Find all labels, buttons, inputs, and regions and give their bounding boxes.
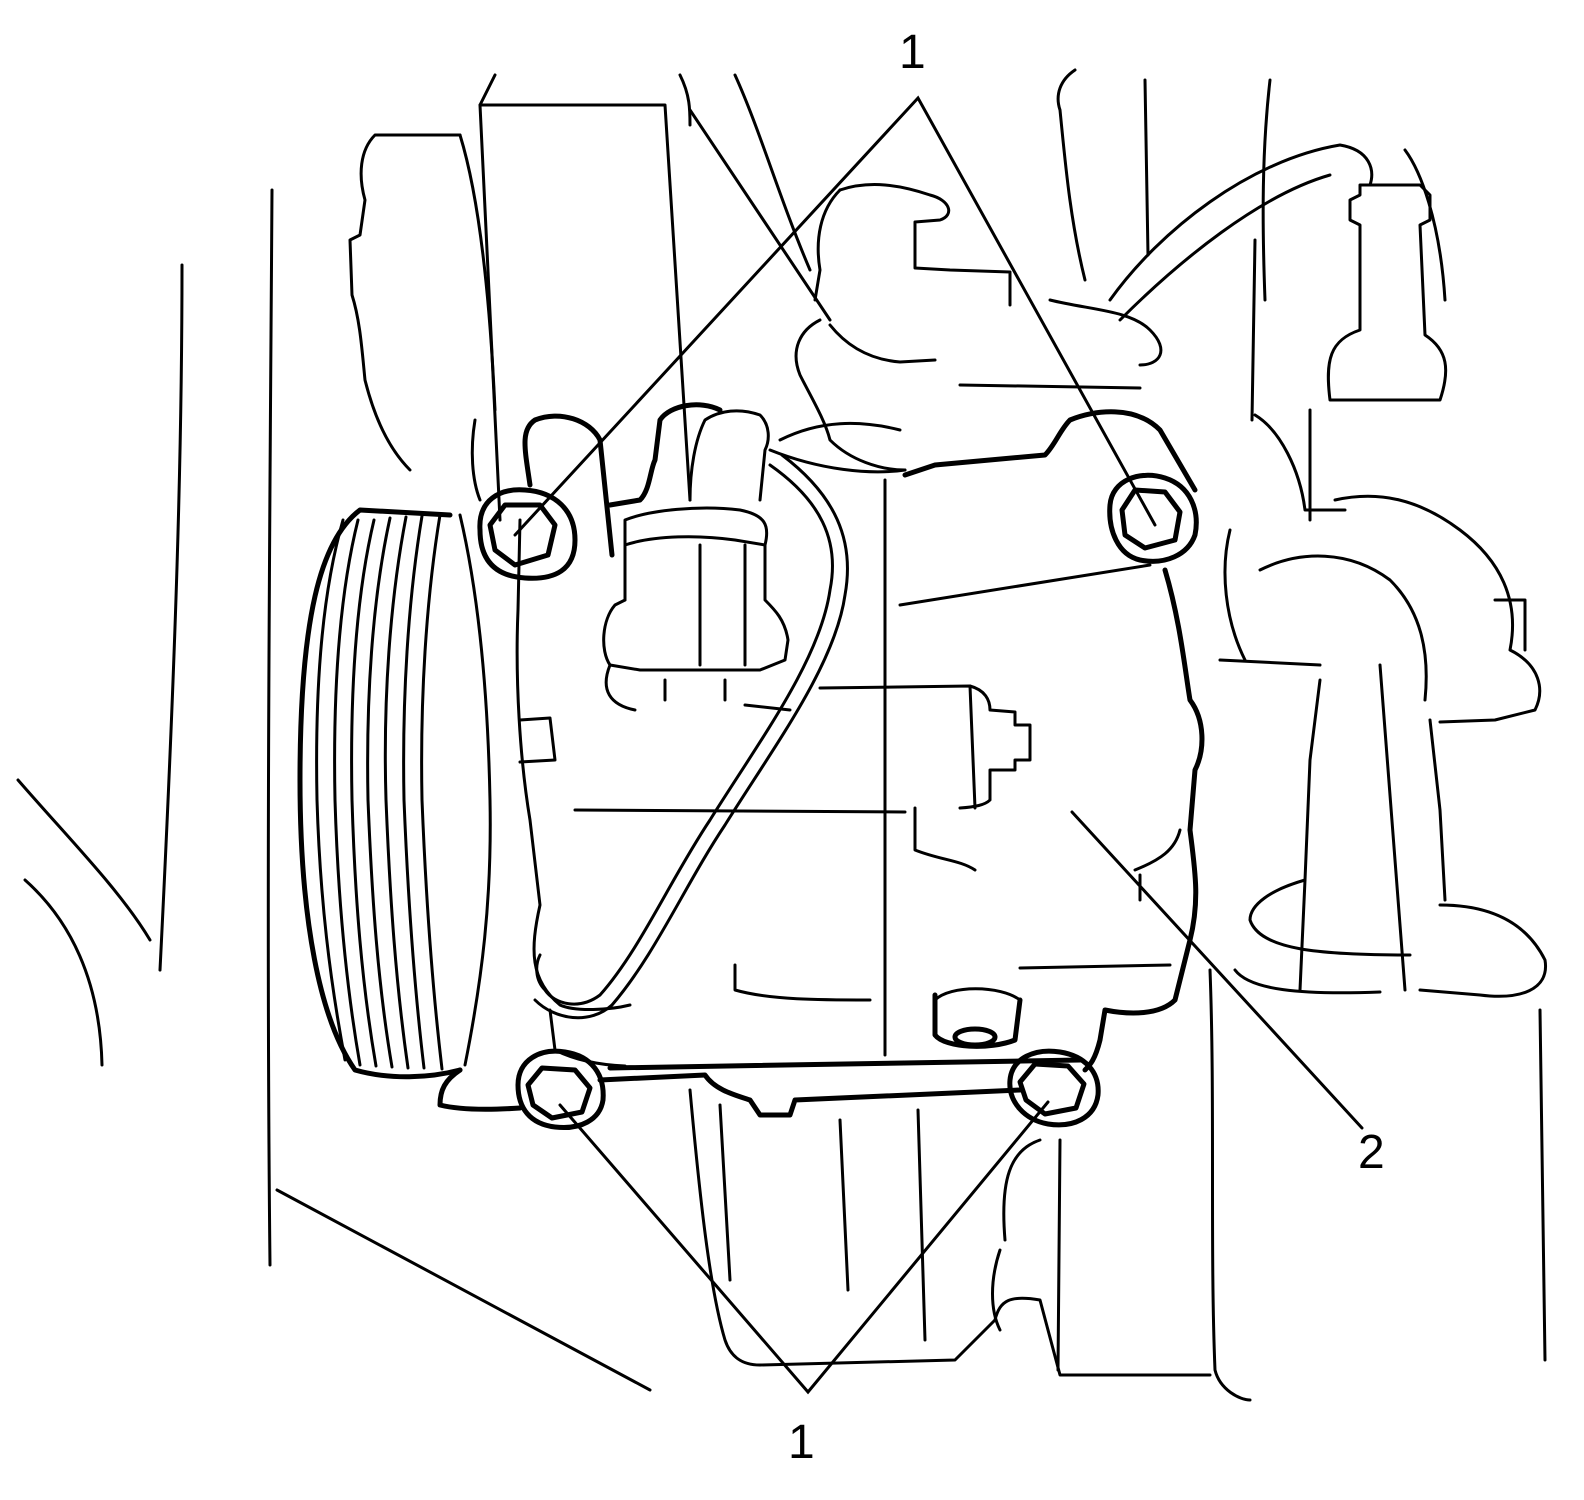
refrigerant-hose xyxy=(533,453,849,1020)
bolt-top-right xyxy=(1107,472,1199,564)
leader-lines xyxy=(513,95,1364,1395)
bolt-bottom-left xyxy=(515,1048,606,1131)
compressor-body xyxy=(437,402,1205,1118)
lower-center-boss xyxy=(932,987,1023,1049)
background-structure xyxy=(16,68,1548,1402)
callout-2-compressor: 2 xyxy=(1358,1126,1385,1179)
bolt-bottom-right xyxy=(1007,1048,1101,1128)
callout-1-top: 1 xyxy=(899,26,926,79)
bolt-top-left xyxy=(477,487,578,581)
compressor-pulley xyxy=(297,507,492,1080)
callout-1-bottom: 1 xyxy=(788,1416,815,1469)
